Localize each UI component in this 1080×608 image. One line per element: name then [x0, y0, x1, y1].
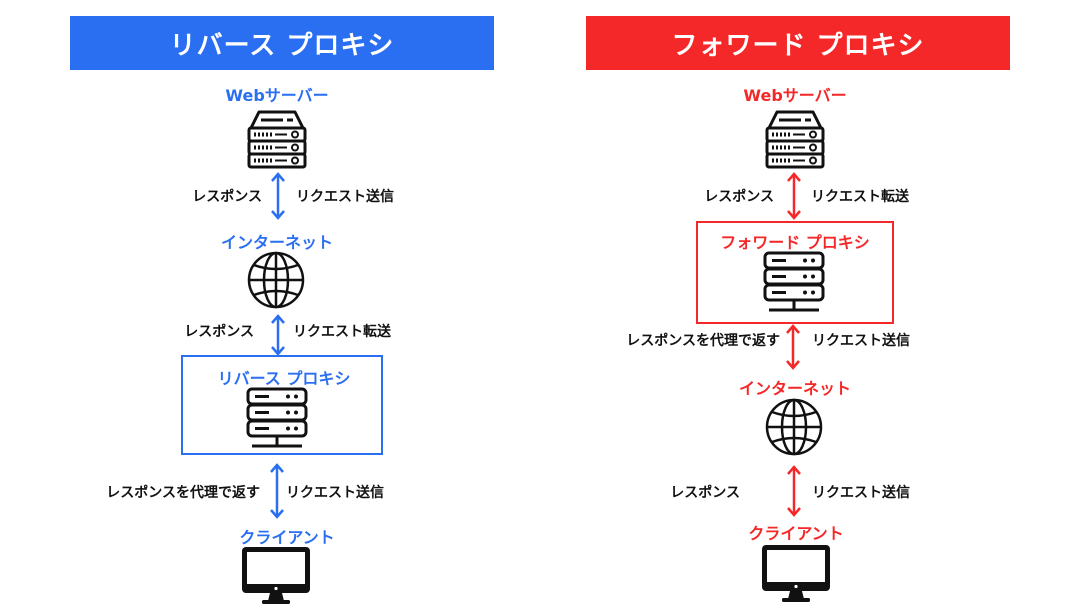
- double-arrow-icon: [787, 465, 801, 517]
- forward-internet-label: インターネット: [738, 379, 852, 398]
- double-arrow-icon: [271, 314, 285, 356]
- forward-proxy-title-banner: フォワード プロキシ: [586, 16, 1010, 70]
- globe-icon: [764, 397, 824, 457]
- reverse-proxy-title: リバース プロキシ: [169, 30, 395, 61]
- server-rack-icon: [245, 108, 309, 170]
- reverse-internet-label: インターネット: [220, 233, 334, 252]
- desktop-monitor-icon: [240, 545, 312, 607]
- forward-client-label: クライアント: [748, 524, 844, 543]
- server-rack-icon: [763, 108, 827, 170]
- reverse-edge3-left-label: レスポンスを代理で返す: [106, 485, 260, 501]
- double-arrow-icon: [271, 172, 285, 220]
- reverse-proxy-node-box: [181, 355, 383, 455]
- reverse-web-server-label: Webサーバー: [225, 86, 329, 105]
- forward-edge3-left-label: レスポンス: [670, 485, 740, 501]
- forward-proxy-title: フォワード プロキシ: [671, 30, 925, 61]
- reverse-edge1-left-label: レスポンス: [192, 189, 262, 205]
- reverse-edge1-right-label: リクエスト送信: [296, 189, 394, 205]
- reverse-proxy-title-banner: リバース プロキシ: [70, 16, 494, 70]
- double-arrow-icon: [786, 324, 800, 370]
- double-arrow-icon: [270, 463, 284, 519]
- forward-edge3-right-label: リクエスト送信: [812, 485, 910, 501]
- double-arrow-icon: [787, 172, 801, 220]
- forward-edge2-left-label: レスポンスを代理で返す: [626, 333, 780, 349]
- reverse-client-label: クライアント: [239, 528, 335, 547]
- desktop-monitor-icon: [760, 543, 832, 605]
- globe-icon: [246, 250, 306, 310]
- reverse-edge2-right-label: リクエスト転送: [293, 324, 391, 340]
- server-stack-icon: [761, 250, 827, 314]
- forward-edge1-left-label: レスポンス: [704, 189, 774, 205]
- forward-edge1-right-label: リクエスト転送: [811, 189, 909, 205]
- server-stack-icon: [244, 386, 310, 450]
- reverse-proxy-node-label: リバース プロキシ: [217, 369, 351, 388]
- forward-proxy-node-box: [696, 221, 894, 324]
- reverse-edge2-left-label: レスポンス: [184, 324, 254, 340]
- forward-web-server-label: Webサーバー: [743, 86, 847, 105]
- forward-proxy-node-label: フォワード プロキシ: [720, 233, 870, 252]
- forward-edge2-right-label: リクエスト送信: [812, 333, 910, 349]
- reverse-edge3-right-label: リクエスト送信: [286, 485, 384, 501]
